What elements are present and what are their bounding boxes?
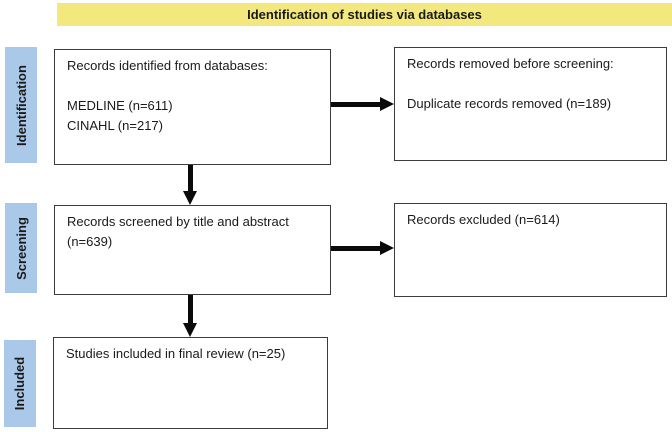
stage-label-screening: Screening [5,203,37,293]
box-studies-included-text: Studies included in final review (n=25) [66,346,286,361]
spacer [407,74,654,94]
box-records-removed: Records removed before screening: Duplic… [394,47,667,161]
box-records-screened-text: Records screened by title and abstract (… [67,214,289,249]
box-records-identified-line-cinahl: CINAHL (n=217) [67,118,163,133]
box-records-identified-heading: Records identified from databases: [67,58,268,73]
banner-title: Identification of studies via databases [247,7,482,22]
box-records-excluded: Records excluded (n=614) [394,203,667,297]
box-studies-included: Studies included in final review (n=25) [53,337,328,429]
arrow-shaft [331,246,380,251]
box-records-removed-heading: Records removed before screening: [407,56,614,71]
arrow-shaft [188,295,193,323]
spacer [67,76,318,96]
box-records-removed-line-duplicates: Duplicate records removed (n=189) [407,96,612,111]
box-records-excluded-text: Records excluded (n=614) [407,212,560,227]
stage-label-included: Included [4,340,36,427]
arrow-head-right-icon [380,97,394,111]
arrow-head-down-icon [183,323,197,337]
stage-label-identification-text: Identification [13,64,29,146]
arrow-shaft [331,102,380,107]
arrow-head-right-icon [380,241,394,255]
banner-identification-via-databases: Identification of studies via databases [57,3,672,26]
stage-label-screening-text: Screening [13,216,29,280]
stage-label-identification: Identification [5,47,37,163]
box-records-identified: Records identified from databases: MEDLI… [54,49,331,165]
arrow-head-down-icon [183,191,197,205]
box-records-screened: Records screened by title and abstract (… [54,205,331,295]
box-records-identified-line-medline: MEDLINE (n=611) [67,98,173,113]
arrow-shaft [188,165,193,191]
stage-label-included-text: Included [12,356,28,411]
